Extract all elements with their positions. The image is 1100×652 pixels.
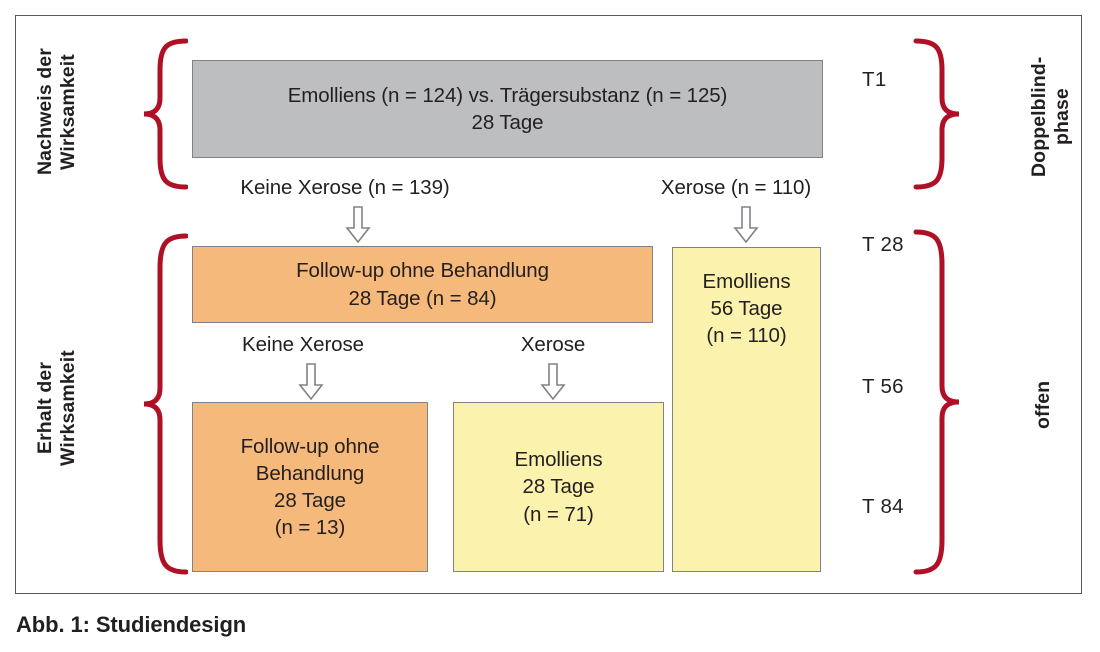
box-emolliens-56-tage-110: Emolliens 56 Tage (n = 110) bbox=[672, 247, 821, 572]
down-arrow-icon bbox=[345, 206, 371, 244]
flow-label-keine-xerose-139: Keine Xerose (n = 139) bbox=[240, 176, 450, 199]
brace-left-lower bbox=[143, 233, 188, 575]
box-emollient-28-line-2: 28 Tage bbox=[522, 475, 595, 499]
phase-label-offen: offen bbox=[1032, 370, 1055, 440]
timepoint-t84: T 84 bbox=[862, 495, 904, 518]
timepoint-t28: T 28 bbox=[862, 233, 904, 256]
flow-label-keine-xerose: Keine Xerose bbox=[242, 333, 364, 356]
phase-label-line-2: Wirksamkeit bbox=[57, 350, 79, 466]
brace-right-lower bbox=[913, 229, 960, 575]
box-followup-2-line-2: Behandlung bbox=[255, 461, 365, 485]
box-followup-2-line-4: (n = 13) bbox=[274, 516, 346, 540]
phase-label-line-2: Wirksamkeit bbox=[57, 54, 79, 170]
box-followup-28-tage-84: Follow-up ohne Behandlung 28 Tage (n = 8… bbox=[192, 246, 653, 323]
down-arrow-icon bbox=[733, 206, 759, 244]
phase-label-nachweis-der-wirksamkeit: Nachweis der Wirksamkeit bbox=[34, 32, 80, 192]
box-main-line-1: Emolliens (n = 124) vs. Trägersubstanz (… bbox=[287, 83, 728, 107]
box-followup-2-line-3: 28 Tage bbox=[274, 489, 346, 512]
phase-label-line-1: Nachweis der bbox=[34, 48, 56, 176]
phase-label-doppelblindphase: Doppelblind- phase bbox=[1028, 38, 1074, 196]
figure-caption: Abb. 1: Studiendesign bbox=[16, 612, 247, 637]
flow-label-xerose: Xerose bbox=[520, 333, 586, 356]
down-arrow-icon bbox=[540, 363, 566, 401]
phase-label-erhalt-der-wirksamkeit: Erhalt der Wirksamkeit bbox=[34, 328, 80, 488]
phase-label-line-2: phase bbox=[1051, 88, 1073, 146]
timepoint-t1: T1 bbox=[862, 68, 887, 91]
box-emollient-56-line-1: Emolliens bbox=[702, 270, 791, 293]
brace-right-upper bbox=[913, 38, 960, 190]
box-followup-2-line-1: Follow-up ohne bbox=[240, 434, 380, 458]
brace-left-upper bbox=[143, 38, 188, 190]
timepoint-t56: T 56 bbox=[862, 375, 904, 398]
box-emollient-56-line-2: 56 Tage bbox=[710, 297, 783, 321]
box-emollient-56-line-3: (n = 110) bbox=[706, 324, 787, 348]
box-emollient-28-line-3: (n = 71) bbox=[523, 502, 594, 526]
box-main-line-2: 28 Tage bbox=[471, 111, 544, 134]
phase-label-line-1: Erhalt der bbox=[34, 361, 56, 455]
flow-label-xerose-110: Xerose (n = 110) bbox=[660, 176, 812, 199]
phase-label-line-1: offen bbox=[1032, 380, 1054, 430]
box-followup-1-line-2: 28 Tage (n = 84) bbox=[348, 286, 497, 310]
box-followup-1-line-1: Follow-up ohne Behandlung bbox=[296, 259, 549, 283]
box-followup-28-tage-13: Follow-up ohne Behandlung 28 Tage (n = 1… bbox=[192, 402, 428, 572]
box-emolliens-28-tage-71: Emolliens 28 Tage (n = 71) bbox=[453, 402, 664, 572]
box-main-study: Emolliens (n = 124) vs. Trägersubstanz (… bbox=[192, 60, 823, 158]
phase-label-line-1: Doppelblind- bbox=[1028, 56, 1050, 178]
box-emollient-28-line-1: Emolliens bbox=[514, 448, 603, 472]
down-arrow-icon bbox=[298, 363, 324, 401]
